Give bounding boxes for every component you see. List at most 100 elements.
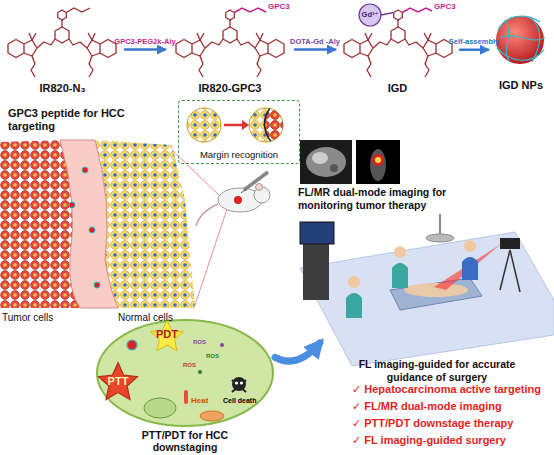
lamp-arm <box>439 214 441 236</box>
peptide-label: GPC3 <box>434 2 456 12</box>
assistant-head <box>348 276 360 288</box>
dota-link <box>381 13 394 16</box>
ros-dot <box>220 343 224 347</box>
mr-organ <box>306 147 346 177</box>
molecule-box: IR820-N₃ <box>0 2 125 97</box>
nanoparticle-box: IGD NPs <box>488 5 554 95</box>
cell-membrane <box>97 320 273 426</box>
section-heading: GPC3 peptide for HCC targeting <box>8 107 133 133</box>
mr-detail <box>330 164 338 172</box>
cell-cluster <box>187 108 221 142</box>
skull-eye <box>240 381 243 384</box>
molecule-box: IGD <box>335 2 460 97</box>
node-text: Cell death <box>223 397 256 405</box>
monitor <box>300 222 334 244</box>
camera <box>500 238 520 249</box>
node-text: FL imaging-guided for accurate guidance … <box>347 358 527 383</box>
mitochondrion <box>200 411 224 421</box>
molecule-box: IR820-GPC3 <box>165 2 295 97</box>
surgery-scene: FL imaging-guided for accurate guidance … <box>320 225 554 385</box>
node-text: Margin recognition <box>179 149 299 160</box>
flow-arrow <box>295 48 335 51</box>
thermometer <box>184 390 188 404</box>
syringe <box>244 172 268 190</box>
node-text: PTT/PDT for HCC downstaging <box>115 429 255 453</box>
cell-nucleus <box>144 398 176 418</box>
ros-dot <box>198 370 202 374</box>
surgeon <box>462 257 478 280</box>
peg-chain <box>402 8 432 13</box>
feature-item: ✓ FL/MR dual-mode imaging <box>352 400 502 413</box>
flow-arrow <box>125 48 165 51</box>
nanoparticle <box>69 202 75 208</box>
peptide-label: GPC3 <box>268 2 290 12</box>
node-text: PTT <box>98 375 138 388</box>
arrow-shaft <box>224 124 243 127</box>
node-text: ROS <box>206 353 219 360</box>
peg-chain <box>234 8 266 13</box>
feature-item: ✓ Hepatocarcinoma active targeting <box>352 383 541 396</box>
zoom-line <box>195 206 228 305</box>
tumor-site <box>234 196 242 204</box>
fl-signal <box>372 154 384 166</box>
flow-arrow <box>275 343 320 361</box>
surgeon-head <box>394 246 406 258</box>
node-text: Heat <box>191 396 208 406</box>
peg-fiber <box>498 16 540 30</box>
cyanine-structure <box>176 10 284 77</box>
imaging-tower <box>303 240 329 300</box>
arrow-head <box>242 120 249 130</box>
skull <box>232 377 246 391</box>
ptt-burst <box>99 363 138 400</box>
tripod-leg <box>500 250 510 290</box>
assistant <box>346 293 362 318</box>
node-text: IR820-GPC3 <box>165 82 295 95</box>
skull-eye <box>235 381 238 384</box>
room-floor <box>300 232 554 366</box>
fl-signal-core <box>375 157 381 163</box>
peg-fiber <box>497 48 544 60</box>
mr-tumor <box>312 152 328 164</box>
nanoparticle <box>94 282 100 288</box>
peg-fiber <box>505 20 510 62</box>
node-text: ROS <box>193 339 206 346</box>
fl-image <box>356 140 400 184</box>
nanoparticle <box>89 227 95 233</box>
surgical-lamp <box>426 234 454 242</box>
node-text: IGD NPs <box>488 79 554 92</box>
surgeon <box>392 263 408 288</box>
cyanine-structure <box>8 10 116 77</box>
azide-chain <box>66 8 90 13</box>
tissue-label: Tumor cells <box>2 312 53 324</box>
fl-mouse <box>370 149 386 181</box>
margin-line <box>264 108 272 143</box>
tissue-label: Normal cells <box>118 312 173 324</box>
flow-arrow <box>460 49 488 52</box>
node-text: IGD <box>335 82 460 95</box>
feature-item: ✓ FL imaging-guided surgery <box>352 434 506 447</box>
node-text: IR820-N₃ <box>0 82 125 95</box>
nanoparticle <box>127 340 137 350</box>
imaging-panel: FL/MR dual-mode imaging for monitoring t… <box>298 138 468 218</box>
mr-image <box>300 140 352 184</box>
patient <box>404 283 468 297</box>
blood-vessel <box>60 140 118 308</box>
peg-fiber <box>500 36 545 40</box>
surgeon-head <box>464 240 476 252</box>
tumor-margin <box>264 105 290 145</box>
ion-label: Gd³⁺ <box>356 10 384 19</box>
node-text: ROS <box>183 362 196 369</box>
edge-label: DOTA-Gd -Aly <box>290 37 340 46</box>
edge-label: GPC3-PEG2k-Aly <box>114 37 175 46</box>
mouse-ear <box>256 184 263 191</box>
nanoparticle <box>82 167 88 173</box>
margin-box: Margin recognition <box>178 100 300 164</box>
node-text: PDT <box>147 328 187 341</box>
tripod-leg <box>510 250 520 292</box>
needle <box>241 189 246 193</box>
nanoparticle-core <box>496 16 544 64</box>
node-text: FL/MR dual-mode imaging for monitoring t… <box>298 186 468 211</box>
edge-label: Self-assembly <box>449 37 499 46</box>
